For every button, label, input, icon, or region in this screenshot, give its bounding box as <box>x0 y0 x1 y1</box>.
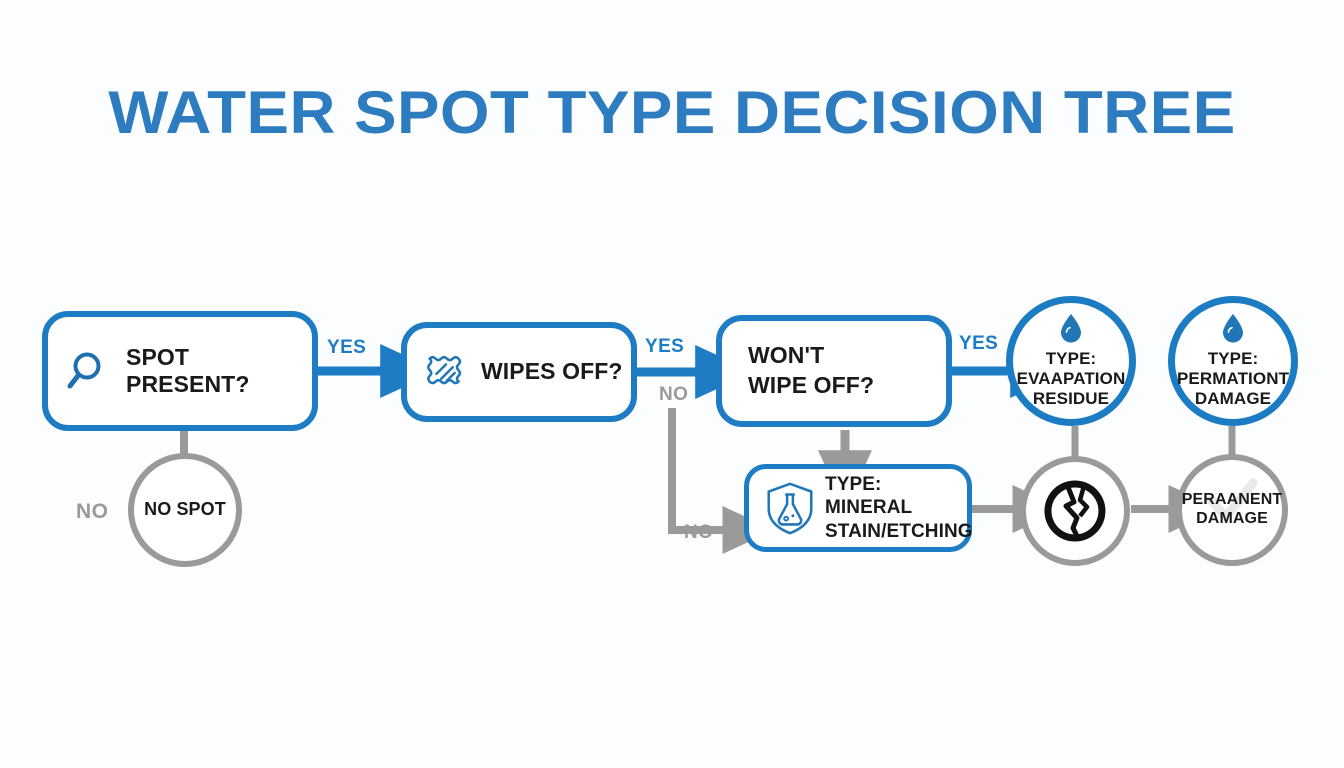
water-drop-icon <box>1220 313 1246 343</box>
shield-flask-icon <box>761 479 819 537</box>
edge-label-yes-spot: YES <box>327 337 367 358</box>
node-label: WIPES OFF? <box>481 358 623 385</box>
node-label: TYPE: EVAAPATION RESIDUE <box>1016 348 1126 409</box>
water-drop-icon <box>1058 313 1084 343</box>
edge-label-no-wipes: NO <box>659 384 689 405</box>
node-label: TYPE: PERMATIONT DAMAGE <box>1176 348 1290 409</box>
magnifier-icon <box>66 347 114 395</box>
node-spot-present[interactable]: SPOT PRESENT? <box>42 311 318 431</box>
cracked-circle-icon <box>1044 480 1106 542</box>
wipe-cloth-icon <box>423 349 469 395</box>
node-label: WON'T WIPE OFF? <box>748 342 875 398</box>
node-evaporation-residue[interactable]: TYPE: EVAAPATION RESIDUE <box>1006 296 1136 426</box>
node-wipes-off[interactable]: WIPES OFF? <box>401 322 637 422</box>
edge-label-yes-wont: YES <box>959 333 999 354</box>
node-mineral-stain[interactable]: TYPE: MINERAL STAIN/ETCHING <box>744 464 973 552</box>
node-no-spot[interactable]: NO SPOT <box>128 453 242 567</box>
edge-wipes-to-mineral <box>668 408 775 554</box>
node-label: SPOT PRESENT? <box>126 343 250 397</box>
node-label: PERAANENT DAMAGE <box>1181 491 1283 527</box>
edge-label-no-mineral: NO <box>684 522 714 543</box>
node-permanent-type[interactable]: TYPE: PERMATIONT DAMAGE <box>1168 296 1298 426</box>
node-permanent-damage[interactable]: PERAANENT DAMAGE <box>1176 454 1288 566</box>
edge-label-yes-wipes: YES <box>645 336 685 357</box>
node-label: TYPE: MINERAL STAIN/ETCHING <box>825 474 973 542</box>
node-wont-wipe-off[interactable]: WON'T WIPE OFF? <box>716 315 952 427</box>
node-label: NO SPOT <box>144 499 226 520</box>
page-title: WATER SPOT TYPE DECISION TREE <box>108 79 1236 146</box>
node-cracked[interactable] <box>1020 456 1130 566</box>
edge-label-no-spot: NO <box>76 500 109 523</box>
